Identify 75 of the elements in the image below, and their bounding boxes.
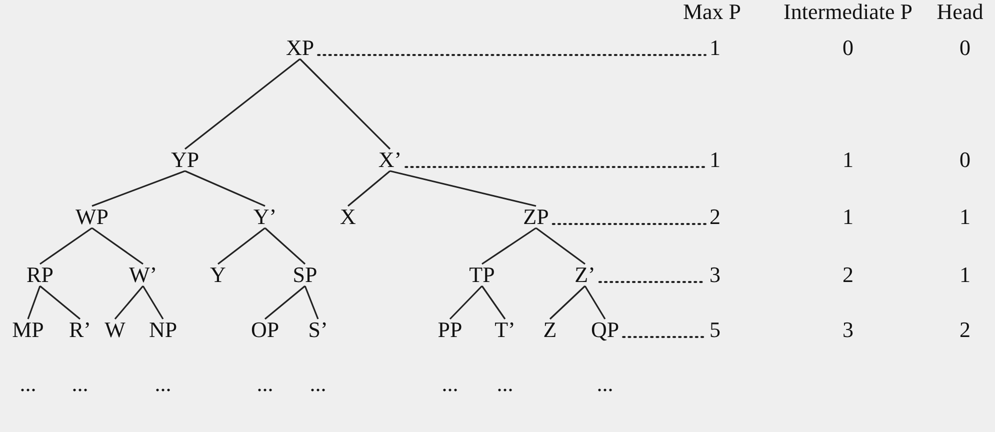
- tree-node-label: R’: [69, 319, 91, 341]
- branch-line: [40, 227, 92, 265]
- branch-line: [536, 227, 586, 265]
- branch-line: [264, 227, 306, 265]
- tree-node-label: PP: [438, 319, 462, 341]
- ellipsis: ...: [442, 373, 458, 395]
- tree-node-label: RP: [26, 264, 54, 286]
- tree-node-label: Z: [543, 319, 557, 341]
- ellipsis: ...: [310, 373, 326, 395]
- tree-node-label: TP: [469, 264, 495, 286]
- branch-line: [27, 286, 41, 320]
- table-value: 1: [842, 149, 854, 171]
- tree-node-label: SP: [292, 264, 318, 286]
- branch-line: [481, 286, 506, 320]
- branch-line: [92, 170, 186, 207]
- branch-line: [264, 285, 306, 320]
- dotted-leader: [552, 223, 706, 225]
- tree-node-label: NP: [148, 319, 178, 341]
- branch-line: [218, 227, 266, 265]
- table-value: 1: [842, 206, 854, 228]
- column-header: Intermediate P: [784, 1, 912, 23]
- ellipsis: ...: [20, 373, 36, 395]
- branch-line: [347, 170, 391, 207]
- table-value: 1: [710, 149, 720, 171]
- branch-line: [299, 58, 391, 150]
- table-value: 3: [842, 319, 854, 341]
- tree-node-label: YP: [170, 149, 200, 171]
- table-value: 3: [710, 264, 720, 286]
- branch-line: [92, 227, 144, 265]
- tree-node-label: S’: [308, 319, 328, 341]
- branch-line: [390, 170, 536, 207]
- branch-line: [184, 170, 266, 207]
- tree-node-label: Z’: [574, 264, 596, 286]
- tree-node-label: W: [104, 319, 126, 341]
- branch-line: [40, 285, 80, 320]
- branch-line: [114, 285, 144, 320]
- tree-node-label: X’: [378, 149, 402, 171]
- ellipsis: ...: [596, 373, 614, 395]
- table-value: 0: [960, 37, 970, 59]
- tree-node-label: X: [340, 206, 356, 228]
- branch-line: [142, 286, 164, 320]
- branch-line: [184, 58, 300, 150]
- column-header: Head: [936, 1, 984, 23]
- ellipsis: ...: [256, 373, 274, 395]
- table-value: 1: [710, 37, 720, 59]
- table-value: 0: [960, 149, 970, 171]
- tree-node-label: XP: [286, 37, 314, 59]
- tree-node-label: Y: [210, 264, 226, 286]
- table-value: 1: [960, 264, 970, 286]
- tree-node-label: W’: [128, 264, 158, 286]
- dotted-leader: [317, 54, 706, 56]
- dotted-leader: [622, 336, 706, 338]
- ellipsis: ...: [72, 373, 88, 395]
- branch-line: [449, 285, 483, 320]
- tree-node-label: OP: [250, 319, 280, 341]
- tree-node-label: WP: [76, 206, 108, 228]
- table-value: 2: [960, 319, 970, 341]
- branch-line: [482, 227, 536, 265]
- table-value: 2: [842, 264, 854, 286]
- column-header: Max P: [682, 1, 742, 23]
- ellipsis: ...: [496, 373, 514, 395]
- tree-node-label: QP: [590, 319, 620, 341]
- tree-node-label: MP: [12, 319, 44, 341]
- branch-line: [584, 286, 606, 320]
- branch-line: [549, 285, 586, 320]
- tree-node-label: Y’: [253, 206, 277, 228]
- table-value: 0: [842, 37, 854, 59]
- dotted-leader: [404, 166, 706, 168]
- branch-line: [304, 286, 319, 320]
- tree-node-label: ZP: [523, 206, 549, 228]
- table-value: 5: [710, 319, 720, 341]
- table-value: 2: [710, 206, 720, 228]
- ellipsis: ...: [154, 373, 172, 395]
- tree-node-label: T’: [494, 319, 516, 341]
- table-value: 1: [960, 206, 970, 228]
